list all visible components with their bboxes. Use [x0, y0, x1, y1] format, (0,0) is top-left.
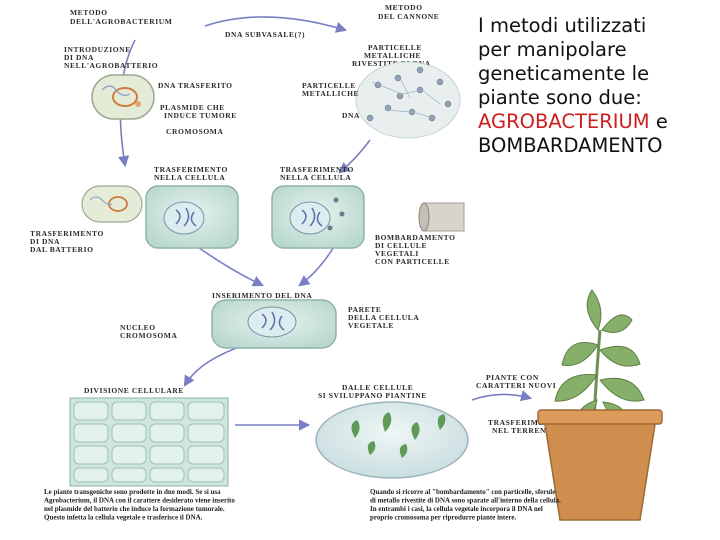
- intro-line-4: piante sono due:: [478, 86, 642, 109]
- bacterium-middle: [81, 185, 143, 223]
- arrow-top: [204, 16, 348, 33]
- intro-line-1: I metodi utilizzati: [478, 14, 647, 37]
- method-agrobacterium: AGROBACTERIUM: [478, 110, 650, 133]
- gun-barrel: [418, 202, 465, 232]
- slide-text: I metodi utilizzati per manipolare genet…: [478, 14, 714, 158]
- bacterium-top: [91, 74, 155, 120]
- arrow-bottom-right: [298, 244, 336, 287]
- method-line-1: AGROBACTERIUM e: [478, 110, 714, 134]
- label-dna-transferred: DNA TRASFERITO: [158, 81, 233, 90]
- arrow-to-plant: [471, 390, 533, 402]
- label-chromosome: CROMOSOMA: [166, 127, 223, 136]
- plant-cell-left: [145, 185, 239, 249]
- caption-left: Le piante transgeniche sono prodotte in …: [44, 488, 237, 522]
- culture-dish: [315, 401, 469, 479]
- conjunction: e: [649, 110, 668, 133]
- intro-line-2: per manipolare: [478, 38, 627, 61]
- cell-tissue: [69, 397, 229, 487]
- potted-plant: [537, 289, 663, 521]
- arrow-right-down: [338, 139, 371, 174]
- arrow-to-division: [183, 344, 246, 387]
- plant-cell-center: [211, 299, 337, 349]
- plant-cell-right: [271, 185, 365, 249]
- method-line-2: BOMBARDAMENTO: [478, 134, 714, 158]
- method-bombardment: BOMBARDAMENTO: [478, 134, 663, 157]
- caption-right: Quando si ricorre al "bombardamento" con…: [370, 488, 563, 522]
- intro-line-3: geneticamente le: [478, 62, 650, 85]
- label-insert-dna: INSERIMENTO DEL DNA: [212, 291, 312, 300]
- label-dna-top: DNA SUBVASALE(?): [225, 30, 305, 39]
- particles-cluster: [355, 61, 461, 139]
- arrow-bottom-left: [194, 244, 265, 287]
- label-dna: DNA: [342, 111, 360, 120]
- label-cell-division: DIVISIONE CELLULARE: [84, 386, 184, 395]
